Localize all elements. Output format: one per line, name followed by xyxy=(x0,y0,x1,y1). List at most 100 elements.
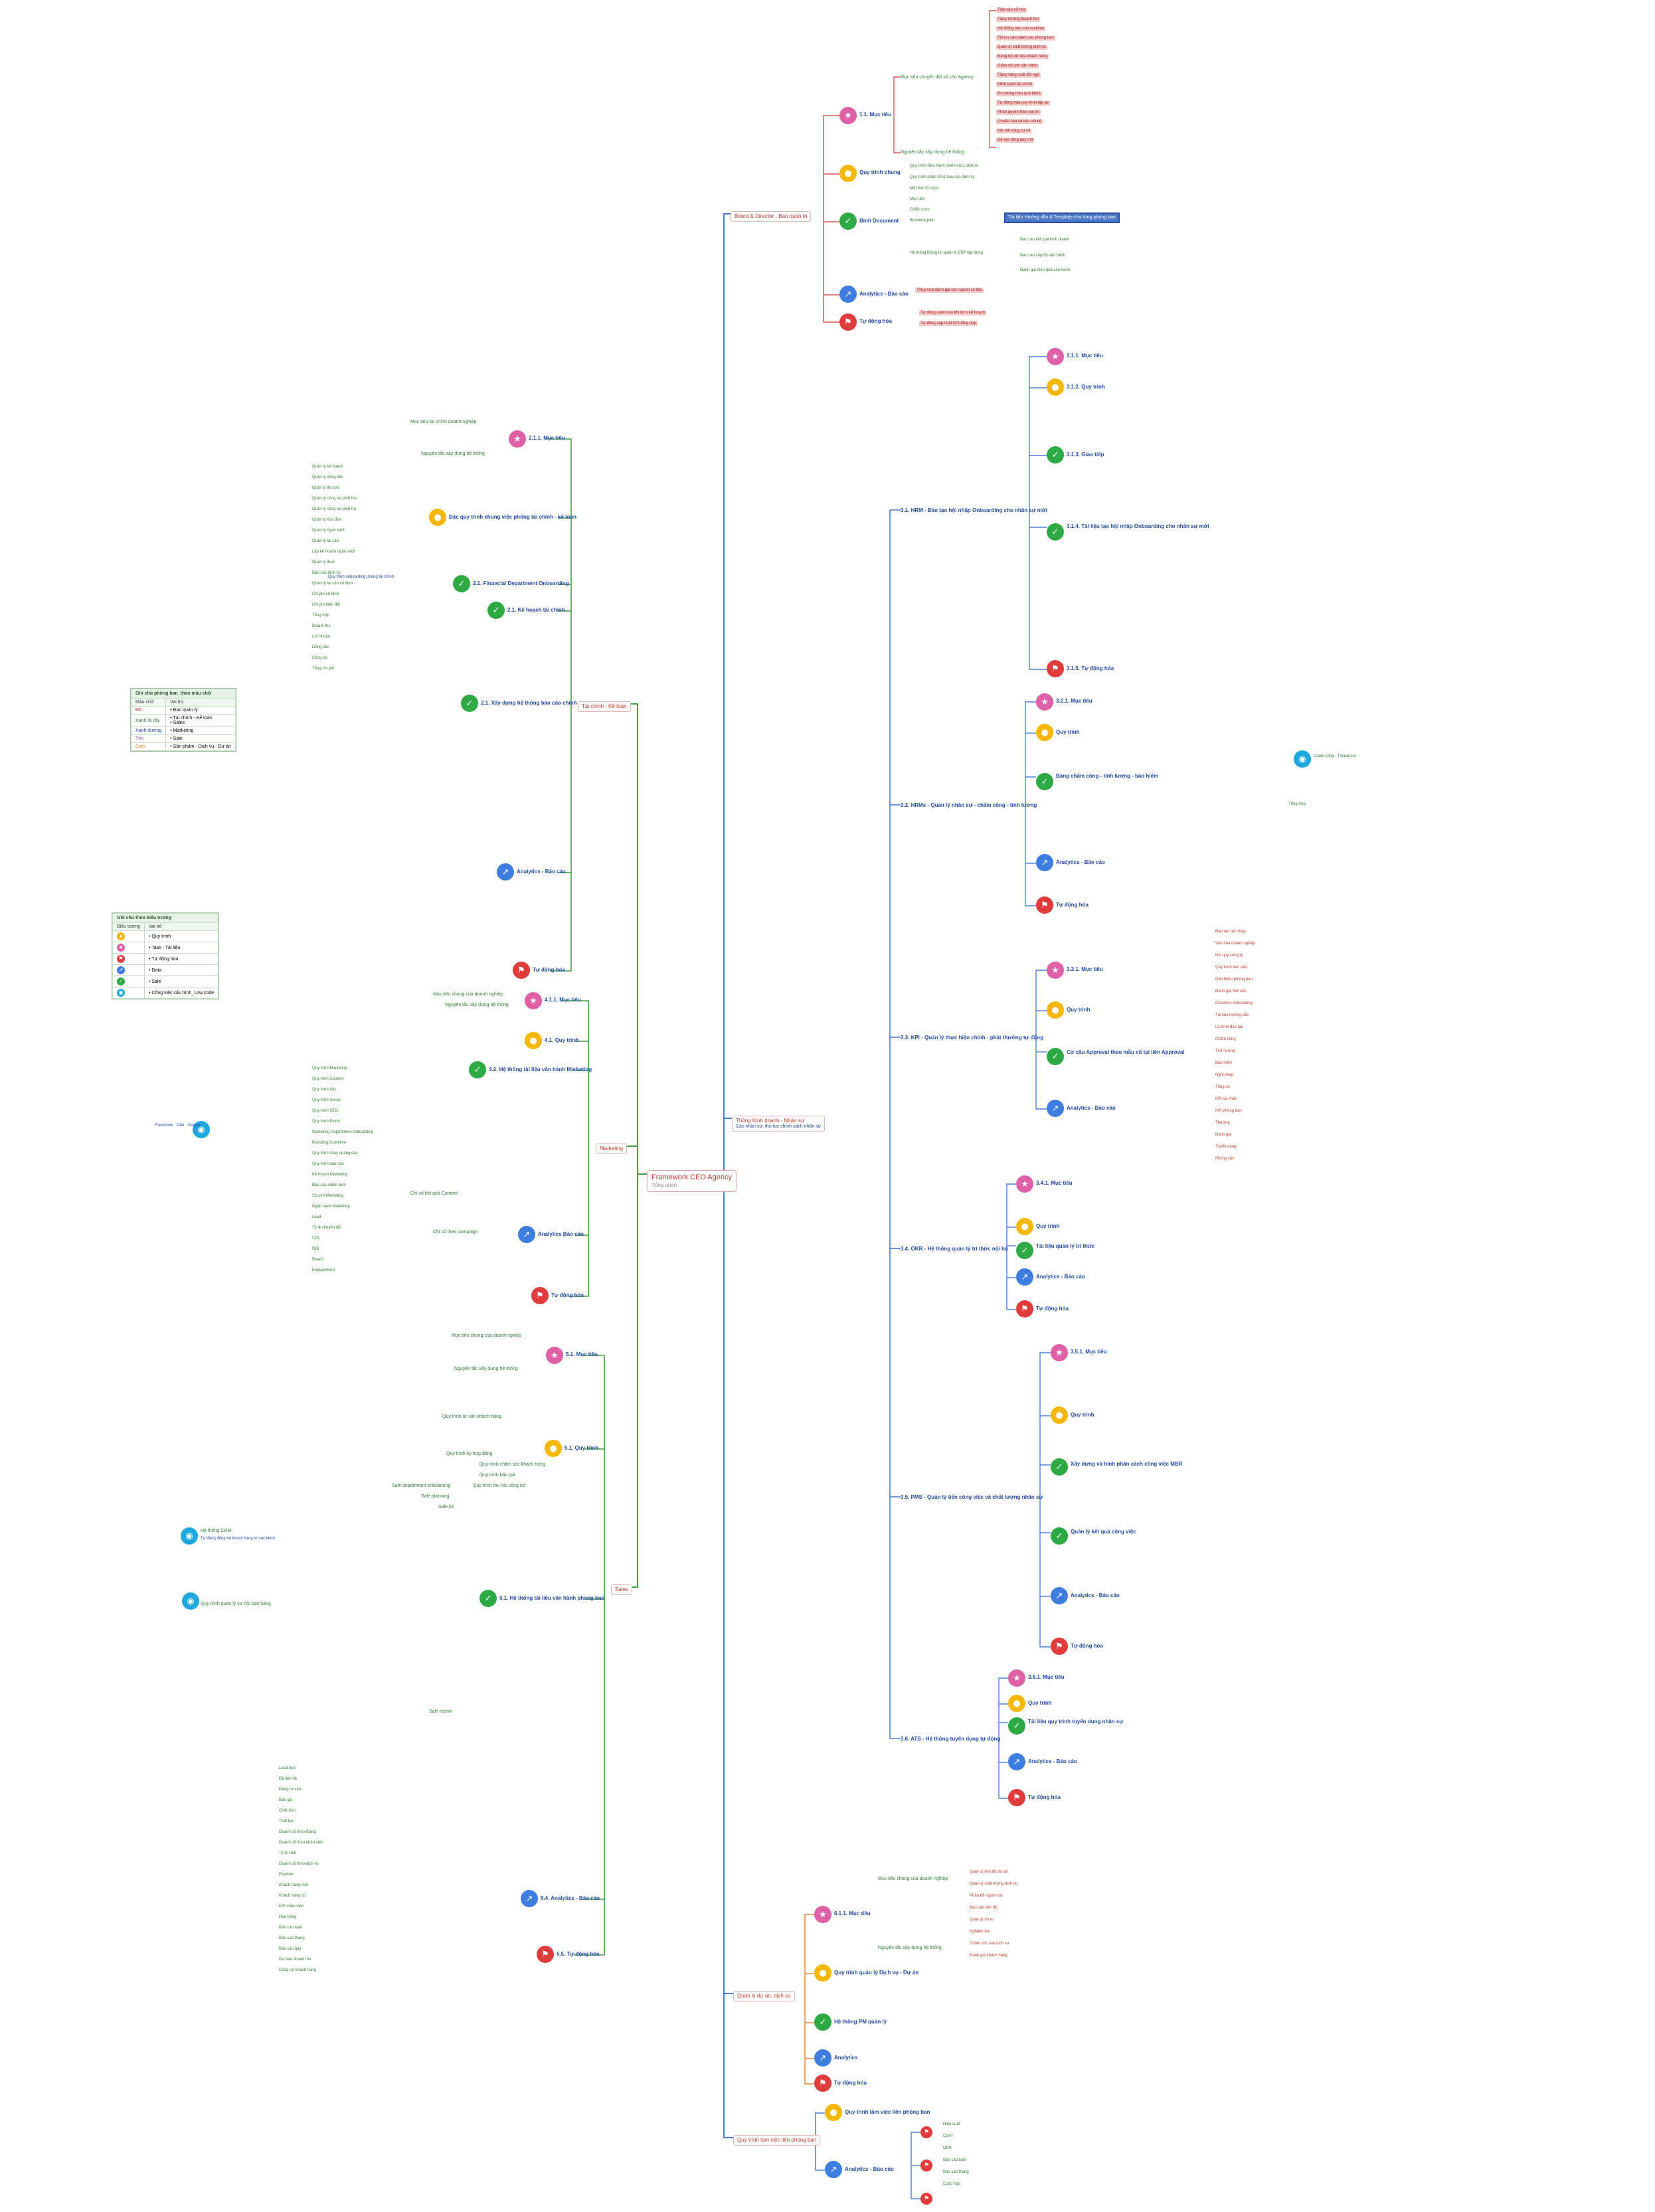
board-goal[interactable]: 1.1. Mục tiêu xyxy=(859,112,892,118)
sales-goal[interactable]: 5.1. Mục tiêu xyxy=(566,1351,598,1357)
board-doc-selected[interactable]: Tài liệu Hướng dẫn & Template cho từng p… xyxy=(1004,213,1120,224)
ops-okr-auto[interactable]: Tự động hóa xyxy=(1036,1306,1069,1312)
leaf-item: Quy trình Marketing xyxy=(312,1066,347,1070)
service-goal[interactable]: 6.1.1. Mục tiêu xyxy=(834,1911,871,1916)
ops-hr-goal[interactable]: 3.1.1. Mục tiêu xyxy=(1067,353,1103,359)
dept-process[interactable]: Quy trình làm việc liên phòng ban xyxy=(845,2109,930,2115)
marketing-analytics[interactable]: Analytics Báo cáo xyxy=(538,1231,584,1237)
finance-auto[interactable]: Tự động hóa xyxy=(533,967,565,973)
legend-head: Vai trò xyxy=(143,922,219,931)
ops-hr-tool[interactable]: 3.1.4. Tài liệu tạo hội nhập Onboarding … xyxy=(1067,523,1209,529)
ops-lms-auto[interactable]: Tự động hóa xyxy=(1028,1794,1061,1800)
marketing-auto[interactable]: Tự động hóa xyxy=(551,1292,584,1298)
ops-hrms-analytics[interactable]: Analytics - Báo cáo xyxy=(1056,859,1105,865)
check-icon: ✓ xyxy=(1051,1458,1068,1476)
ops-pms-tool2[interactable]: Quản lý kết quả công việc xyxy=(1071,1529,1136,1535)
bulb-icon: ● xyxy=(117,932,125,940)
branch-ops[interactable]: Thông Kinh doanh - Nhân sự Các nhân sự, … xyxy=(732,1116,826,1132)
marketing-doc[interactable]: 4.2. Hệ thống tài liệu văn hành Marketin… xyxy=(489,1066,592,1072)
leaf-item: Quy trình chạy quảng cáo xyxy=(312,1151,358,1155)
finance-analytics[interactable]: Analytics - Báo cáo xyxy=(517,869,566,875)
ops-hrms-auto[interactable]: Tự động hóa xyxy=(1056,902,1089,908)
legend-color-green: Xanh lá cây xyxy=(130,714,167,727)
service-analytics[interactable]: Analytics xyxy=(834,2055,858,2061)
board-analytics[interactable]: Analytics - Báo cáo xyxy=(859,291,909,297)
sales-analytics[interactable]: 5.4. Analytics - Báo cáo xyxy=(541,1895,600,1901)
ops-kpi-process[interactable]: Quy trình xyxy=(1067,1007,1090,1013)
ops-pms-process[interactable]: Quy trình xyxy=(1071,1412,1094,1418)
sales-crm: Hệ thống CRM xyxy=(201,1529,232,1533)
ops-hrms-goal[interactable]: 3.2.1. Mục tiêu xyxy=(1056,698,1092,704)
branch-sales[interactable]: Sales xyxy=(611,1584,633,1595)
leaf-item: Thất bại xyxy=(279,1820,294,1824)
finance-plan[interactable]: 2.1. Kế hoạch tài chính xyxy=(507,607,565,613)
ops-hr-doc[interactable]: 3.1.3. Giao tiếp xyxy=(1067,452,1104,458)
sales-doc[interactable]: 5.1. Hệ thống tài liệu văn hành phòng ba… xyxy=(499,1595,605,1601)
ops-pms-goal[interactable]: 3.5.1. Mục tiêu xyxy=(1071,1349,1107,1355)
ops-hrms-tool[interactable]: Bảng chấm công - tính lương - bảo hiểm xyxy=(1056,773,1159,779)
star-icon: ★ xyxy=(1051,1344,1068,1361)
marketing-tools: Facebook · Zalo · Google xyxy=(155,1124,201,1128)
link-line xyxy=(723,213,731,1175)
branch-finance[interactable]: Tài chính - Kế toán xyxy=(578,701,631,712)
board-auto[interactable]: Tự động hóa xyxy=(859,318,892,324)
service-tool[interactable]: Hệ thống PM quản lý xyxy=(834,2019,887,2025)
marketing-process[interactable]: 4.1. Quy trình xyxy=(545,1037,579,1043)
ops-lms-goal[interactable]: 3.6.1. Mục tiêu xyxy=(1028,1674,1065,1680)
board-process[interactable]: Quy trình chung xyxy=(859,169,901,175)
branch-board[interactable]: Board & Director - Ban quản trị xyxy=(731,211,812,222)
branch-dept[interactable]: Quy trình làm việc liên phòng ban xyxy=(733,2135,821,2146)
finance-goal[interactable]: 2.1.1. Mục tiêu xyxy=(529,435,565,441)
link-line xyxy=(1025,701,1036,805)
ops-lms-analytics[interactable]: Analytics - Báo cáo xyxy=(1028,1758,1077,1764)
ops-lms[interactable]: 3.6. ATS - Hệ thống tuyển dụng tự động xyxy=(901,1736,1001,1742)
ops-hr[interactable]: 3.1. HRM - Đào tạo hội nhập Onboarding c… xyxy=(901,507,1047,513)
leaf-item: Doanh số theo nhân viên xyxy=(279,1841,323,1845)
ops-pms[interactable]: 3.5. PMS - Quản lý tiến công việc và chấ… xyxy=(901,1494,1043,1500)
ops-kpi[interactable]: 3.3. KPI - Quản lý thực hiện chính - phá… xyxy=(901,1035,1044,1041)
ops-hrms[interactable]: 3.2. HRMs - Quản lý nhân sự - chấm công … xyxy=(901,802,1037,808)
finance-goal-b: Nguyên tắc xây dựng hệ thống xyxy=(421,452,485,456)
ops-lms-tool[interactable]: Tài liệu quy trình tuyển dụng nhân sự xyxy=(1028,1719,1124,1725)
leaf-item: Quản lý tài sản xyxy=(312,539,339,543)
leaf-item: Báo cáo tiến độ xyxy=(970,1906,998,1910)
legend-role: • Tài chính - Kế toán• Sales xyxy=(165,714,236,727)
star-icon: ★ xyxy=(814,1906,831,1923)
leaf-item: Quản lý kế hoạch xyxy=(312,465,343,469)
check-icon: ✓ xyxy=(1047,523,1064,541)
leaf-item: Marketing Department Onboarding xyxy=(312,1130,374,1134)
ops-pms-auto[interactable]: Tự động hóa xyxy=(1071,1643,1103,1649)
ops-okr-analytics[interactable]: Analytics - Báo cáo xyxy=(1036,1274,1085,1280)
board-doc[interactable]: Bình Document xyxy=(859,218,899,224)
sales-auto[interactable]: 5.5. Tự động hóa xyxy=(557,1951,600,1957)
ops-lms-process[interactable]: Quy trình xyxy=(1028,1700,1052,1706)
board-doc-more: Báo cáo kết quả kinh doanh xyxy=(1020,238,1070,242)
ops-kpi-goal[interactable]: 3.3.1. Mục tiêu xyxy=(1067,966,1103,972)
check-icon: ✓ xyxy=(117,978,125,985)
leaf-item: Quản lý dòng tiền xyxy=(312,475,344,479)
branch-marketing[interactable]: Marketing xyxy=(596,1144,628,1154)
ops-pms-tool[interactable]: Xây dựng và hình phân cách công việc MBR xyxy=(1071,1461,1183,1467)
dept-analytics[interactable]: Analytics - Báo cáo xyxy=(845,2166,894,2172)
ops-hr-auto[interactable]: 3.1.5. Tự động hóa xyxy=(1067,665,1114,671)
finance-system[interactable]: 2.1. Xây dựng hệ thống báo cáo chính xyxy=(481,700,577,706)
ops-pms-analytics[interactable]: Analytics - Báo cáo xyxy=(1071,1592,1120,1598)
root-node[interactable]: Framework CEO Agency Tổng quan xyxy=(647,1170,737,1192)
marketing-goal[interactable]: 4.1.1. Mục tiêu xyxy=(545,997,581,1003)
leaf-item: KPI nhân viên xyxy=(279,1905,304,1909)
service-process[interactable]: Quy trình quản lý Dịch vụ - Dự án xyxy=(834,1970,919,1976)
branch-service[interactable]: Quản lý dự án, dịch vụ xyxy=(733,1991,795,2001)
ops-okr-process[interactable]: Quy trình xyxy=(1036,1223,1060,1229)
sales-process[interactable]: 5.1. Quy trình xyxy=(565,1445,599,1451)
ops-kpi-analytics[interactable]: Analytics - Báo cáo xyxy=(1067,1105,1116,1111)
ops-hr-process[interactable]: 3.1.2. Quy trình xyxy=(1067,384,1105,390)
finance-doc[interactable]: 2.1. Financial Department Onboarding xyxy=(473,580,569,586)
ops-okr[interactable]: 3.4. OKR - Hệ thống quản lý tri thức nội… xyxy=(901,1246,1008,1252)
ops-okr-tool[interactable]: Tài liệu quản lý tri thức xyxy=(1036,1243,1095,1249)
ops-okr-goal[interactable]: 3.4.1. Mục tiêu xyxy=(1036,1180,1073,1186)
service-auto[interactable]: Tự động hóa xyxy=(834,2080,867,2086)
ops-kpi-tool[interactable]: Cơ cấu Approval theo mẫu cố tại liên App… xyxy=(1067,1049,1185,1055)
ops-hrms-process[interactable]: Quy trình xyxy=(1056,729,1080,735)
leaf-item: Tỷ lệ chuyển đổi xyxy=(312,1226,341,1230)
finance-process[interactable]: Đặc quy trình chung việc phòng tài chính… xyxy=(449,514,577,520)
